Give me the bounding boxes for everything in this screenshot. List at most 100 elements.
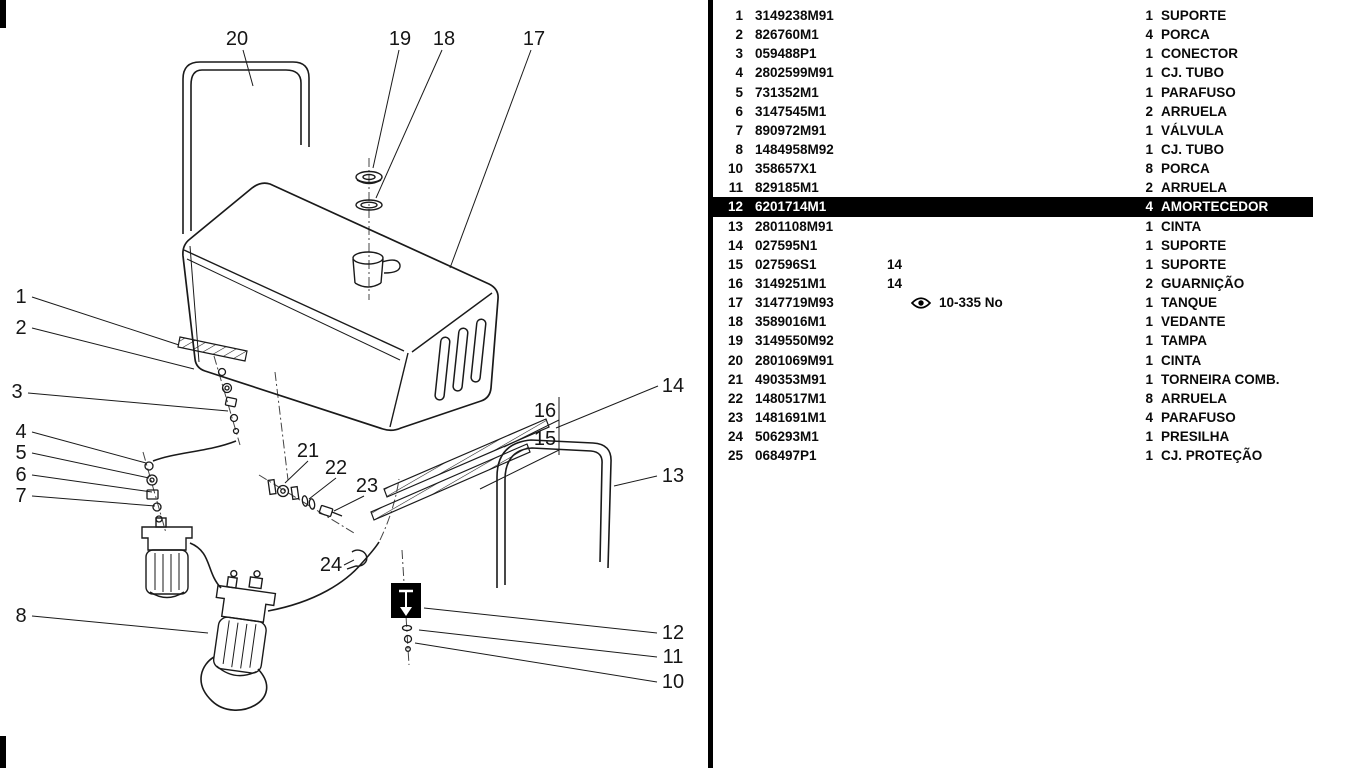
part-item-number: 13 bbox=[727, 218, 743, 234]
part-number: 358657X1 bbox=[755, 161, 817, 177]
callout-8[interactable]: 8 bbox=[15, 605, 26, 627]
tank-strap-13 bbox=[496, 439, 612, 588]
part-qty: 1 bbox=[1145, 295, 1153, 311]
valve-fittings-4-7 bbox=[144, 461, 163, 523]
damper-12-highlight[interactable] bbox=[391, 583, 421, 618]
part-qty: 8 bbox=[1145, 161, 1153, 177]
part-description: AMORTECEDOR bbox=[1161, 199, 1269, 215]
part-qty: 4 bbox=[1145, 410, 1153, 426]
part-item-number: 8 bbox=[735, 142, 743, 158]
callout-20[interactable]: 20 bbox=[226, 28, 248, 50]
part-number: 2802599M91 bbox=[755, 65, 834, 81]
part-description: ARRUELA bbox=[1161, 180, 1227, 196]
callout-2[interactable]: 2 bbox=[15, 317, 26, 339]
part-qty: 1 bbox=[1145, 371, 1153, 387]
callout-23[interactable]: 23 bbox=[356, 475, 378, 497]
fuel-lines-8 bbox=[152, 440, 380, 711]
part-item-number: 10 bbox=[727, 161, 743, 177]
callout-3[interactable]: 3 bbox=[11, 381, 22, 403]
callout-1[interactable]: 1 bbox=[15, 286, 26, 308]
callout-21[interactable]: 21 bbox=[297, 440, 319, 462]
callout-15[interactable]: 15 bbox=[534, 428, 556, 450]
callout-19[interactable]: 19 bbox=[389, 28, 411, 50]
part-qty: 2 bbox=[1145, 276, 1153, 292]
part-qty: 1 bbox=[1145, 65, 1153, 81]
part-item-number: 20 bbox=[727, 352, 743, 368]
part-qty: 1 bbox=[1145, 448, 1153, 464]
part-item-number: 7 bbox=[735, 122, 743, 138]
part-number: 027596S1 bbox=[755, 256, 817, 272]
callout-6[interactable]: 6 bbox=[15, 464, 26, 486]
part-qty: 1 bbox=[1145, 142, 1153, 158]
tank-end-ribs bbox=[434, 318, 487, 401]
part-description: GUARNIÇÃO bbox=[1161, 276, 1245, 292]
part-description: VÁLVULA bbox=[1161, 122, 1224, 138]
part-description: CJ. PROTEÇÃO bbox=[1161, 448, 1263, 464]
part-description: PORCA bbox=[1161, 27, 1210, 43]
part-description: TAMPA bbox=[1161, 333, 1207, 349]
seal-18 bbox=[355, 199, 383, 211]
fasteners-2-3 bbox=[217, 367, 240, 435]
part-number: 3149251M1 bbox=[755, 276, 827, 292]
part-item-number: 18 bbox=[727, 314, 743, 330]
callout-14[interactable]: 14 bbox=[662, 375, 684, 397]
callout-22[interactable]: 22 bbox=[325, 457, 347, 479]
callout-12[interactable]: 12 bbox=[662, 622, 684, 644]
part-note-text: 10-335 No bbox=[939, 295, 1003, 311]
callout-17[interactable]: 17 bbox=[523, 28, 545, 50]
part-item-number: 21 bbox=[727, 371, 743, 387]
part-qty: 2 bbox=[1145, 180, 1153, 196]
callout-16[interactable]: 16 bbox=[534, 400, 556, 422]
callout-18[interactable]: 18 bbox=[433, 28, 455, 50]
part-description: ARRUELA bbox=[1161, 390, 1227, 406]
callout-10[interactable]: 10 bbox=[662, 671, 684, 693]
part-qty: 1 bbox=[1145, 429, 1153, 445]
part-qty: 8 bbox=[1145, 390, 1153, 406]
part-number: 1480517M1 bbox=[755, 390, 827, 406]
panel-divider bbox=[708, 0, 713, 768]
part-number: 1481691M1 bbox=[755, 410, 827, 426]
callout-11[interactable]: 11 bbox=[663, 646, 684, 668]
callout-24[interactable]: 24 bbox=[320, 554, 342, 576]
callout-13[interactable]: 13 bbox=[662, 465, 684, 487]
part-number: 731352M1 bbox=[755, 84, 819, 100]
part-number: 890972M91 bbox=[755, 122, 827, 138]
part-number: 068497P1 bbox=[755, 448, 817, 464]
part-item-number: 16 bbox=[727, 276, 743, 292]
part-item-number: 14 bbox=[727, 237, 743, 253]
part-description: TANQUE bbox=[1161, 295, 1217, 311]
part-item-number: 3 bbox=[735, 46, 743, 62]
callout-7[interactable]: 7 bbox=[15, 485, 26, 507]
part-number: 506293M1 bbox=[755, 429, 819, 445]
washer-11-nut-10 bbox=[401, 624, 413, 652]
callout-4[interactable]: 4 bbox=[15, 421, 26, 443]
part-item-number: 4 bbox=[735, 65, 743, 81]
callout-5[interactable]: 5 bbox=[15, 442, 26, 464]
eye-icon[interactable] bbox=[911, 297, 931, 309]
